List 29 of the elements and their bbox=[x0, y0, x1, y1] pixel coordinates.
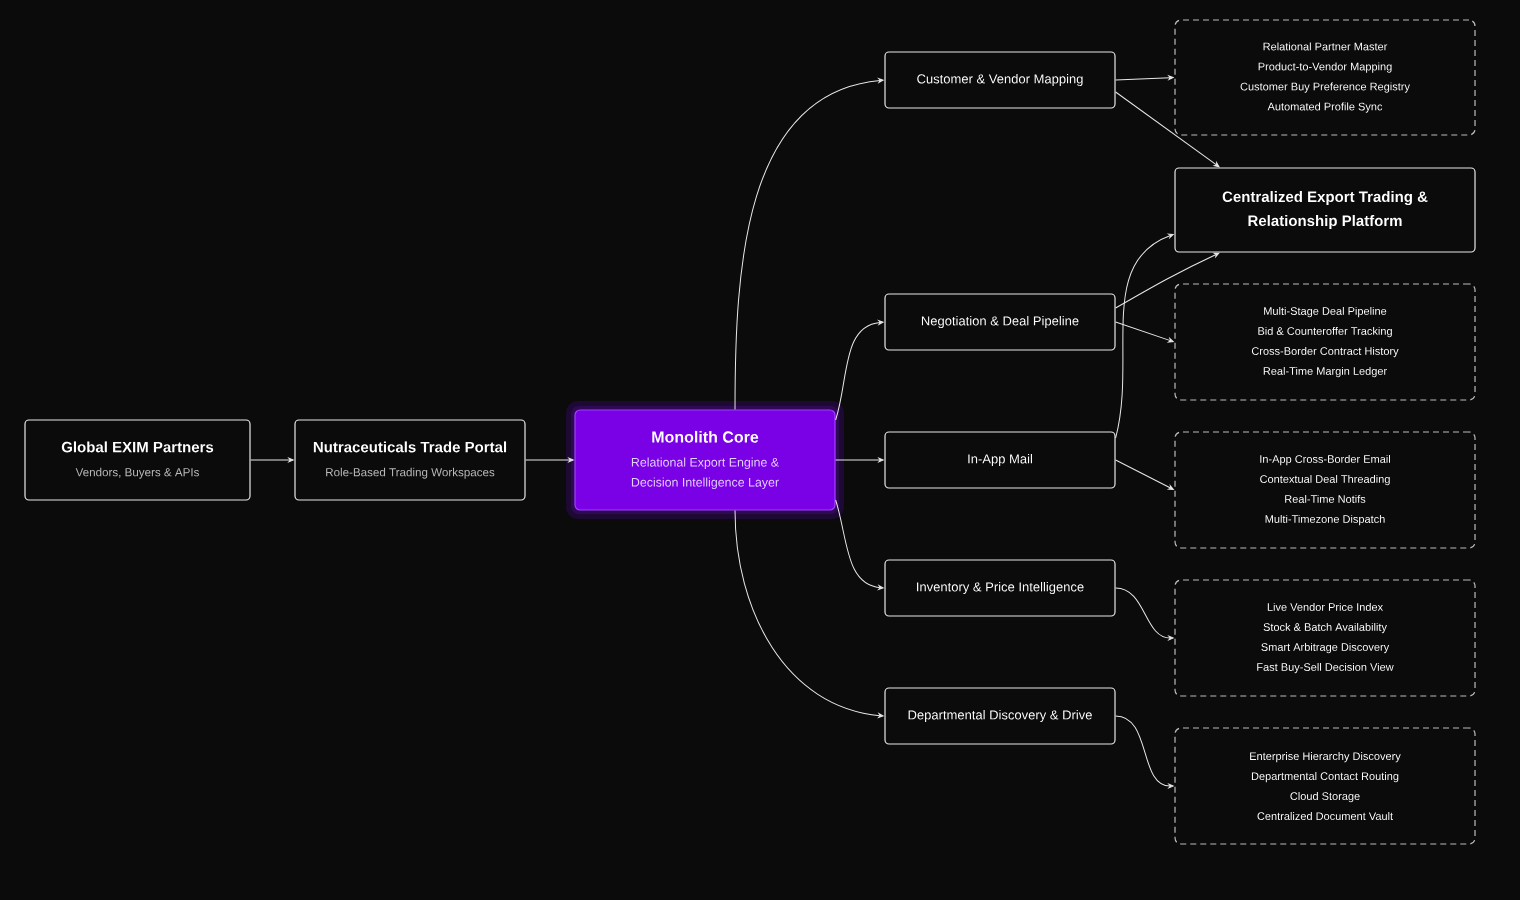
arrow bbox=[1115, 233, 1174, 439]
platform-box: Centralized Export Trading & Relationship Platform bbox=[1174, 167, 1476, 253]
arrow bbox=[1115, 252, 1220, 309]
arrow bbox=[1115, 459, 1174, 490]
feature-list-box: Multi-Stage Deal Pipeline Bid & Counteroffer Tracking Cross-Border Contract History Real-Time Margin Ledger bbox=[1174, 283, 1476, 401]
feature-list-box: Enterprise Hierarchy Discovery Departmental Contact Routing Cloud Storage Centralized Document Vault bbox=[1174, 727, 1476, 845]
module-box: Negotiation & Deal Pipeline bbox=[884, 293, 1116, 351]
arrow bbox=[1115, 91, 1220, 168]
arrow bbox=[734, 510, 884, 718]
arrow bbox=[525, 457, 574, 463]
feature-list-box: Live Vendor Price Index Stock & Batch Availability Smart Arbitrage Discovery Fast Buy-Sell Decision View bbox=[1174, 579, 1476, 697]
module-box: In-App Mail bbox=[884, 431, 1116, 489]
arrow bbox=[835, 499, 884, 590]
module-box: Customer & Vendor Mapping bbox=[884, 51, 1116, 109]
arrow bbox=[835, 457, 884, 463]
arrow bbox=[734, 78, 884, 410]
arrow bbox=[250, 457, 294, 463]
arrow bbox=[835, 320, 884, 421]
module-box: Departmental Discovery & Drive bbox=[884, 687, 1116, 745]
feature-list-box: In-App Cross-Border Email Contextual Deal Threading Real-Time Notifs Multi-Timezone Dispatch bbox=[1174, 431, 1476, 549]
process-box: Global EXIM Partners Vendors, Buyers & APIs bbox=[24, 419, 251, 501]
feature-list-box: Relational Partner Master Product-to-Vendor Mapping Customer Buy Preference Registry Automated Profile Sync bbox=[1174, 19, 1476, 136]
arrow bbox=[1115, 321, 1174, 343]
core-box: Monolith Core Relational Export Engine & Decision Intelligence Layer bbox=[566, 401, 844, 519]
arrow bbox=[1115, 587, 1174, 641]
module-box: Inventory & Price Intelligence bbox=[884, 559, 1116, 617]
arrow bbox=[1115, 715, 1174, 789]
arrow bbox=[1115, 75, 1174, 81]
process-box: Nutraceuticals Trade Portal Role-Based Trading Workspaces bbox=[294, 419, 526, 501]
